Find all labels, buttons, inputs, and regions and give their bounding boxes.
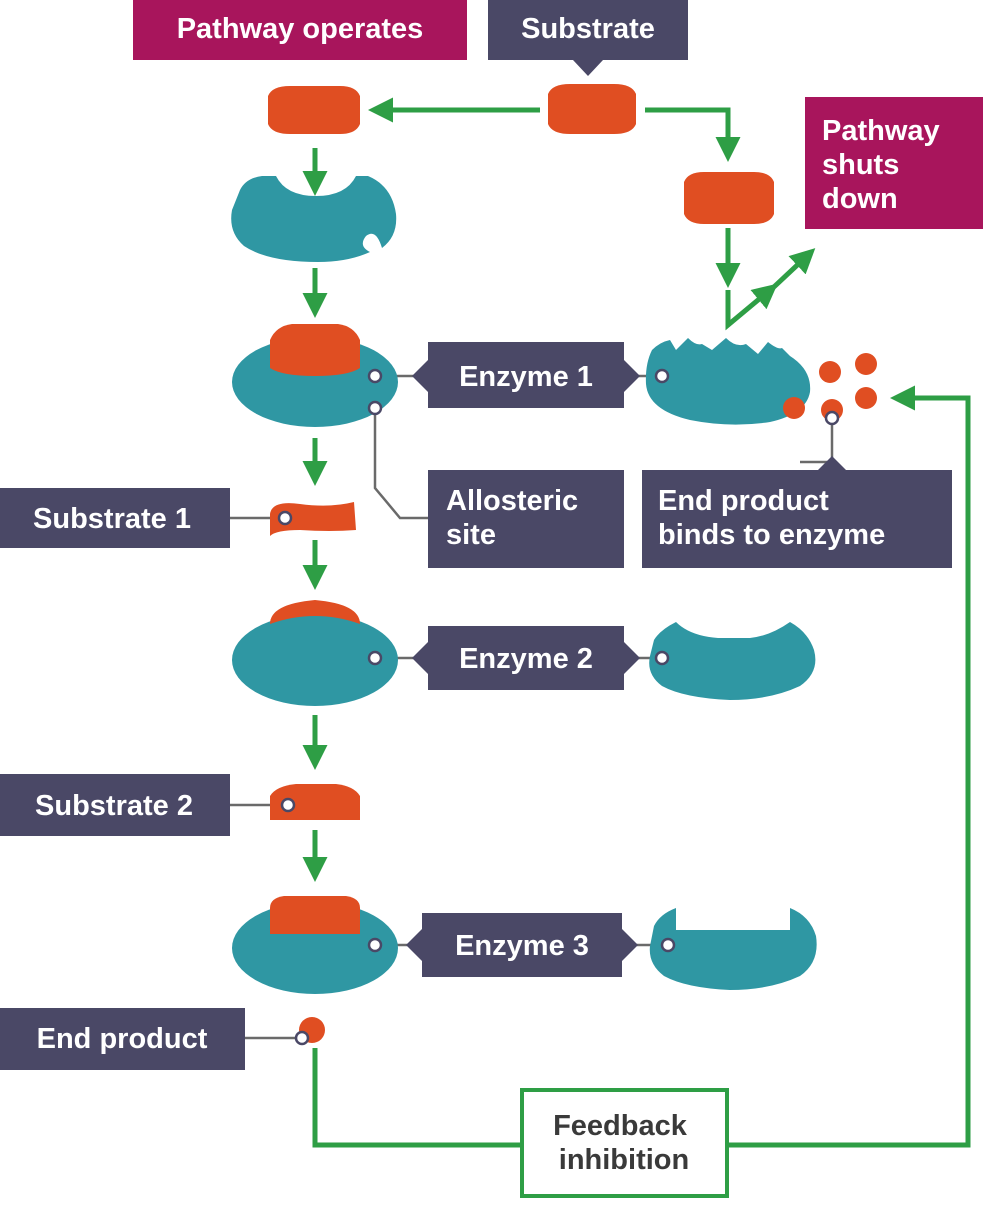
allosteric-site-line-2: site — [446, 519, 496, 551]
enzyme-1-inhibited-shape — [645, 338, 811, 425]
svg-text:End product binds to enz: End product binds to enzyme — [658, 485, 885, 551]
label-end-product: End product — [0, 1008, 245, 1070]
label-end-product-binds: End product binds to enzyme — [642, 456, 952, 568]
svg-text:Pathway shuts down: Pathway shuts down — [822, 115, 948, 215]
pathway-operates-text: Pathway operates — [177, 13, 424, 45]
feedback-inhibition-line-2: inhibition — [559, 1144, 689, 1176]
enzyme-3-free-shape — [649, 908, 817, 990]
enzyme-2-text: Enzyme 2 — [459, 643, 593, 675]
label-pathway-operates: Pathway operates — [133, 0, 467, 60]
substrate-1-bound-enzyme-2 — [270, 600, 360, 624]
allosteric-site-line-1: Allosteric — [446, 485, 578, 517]
substrate-2-bound-enzyme-3 — [270, 896, 360, 934]
label-pathway-shuts-down: Pathway shuts down — [805, 97, 983, 229]
label-substrate-1: Substrate 1 — [0, 488, 230, 548]
enzyme-2-active-shape — [232, 614, 398, 706]
end-product-text: End product — [37, 1023, 208, 1055]
pathway-shuts-down-line-2: shuts — [822, 149, 899, 181]
pathway-shuts-down-line-3: down — [822, 183, 898, 215]
connector-dots — [277, 368, 840, 1046]
label-allosteric-site: Allosteric site — [428, 470, 624, 568]
arrow-blocked-bounce — [725, 283, 778, 331]
end-product-binds-line-2: binds to enzyme — [658, 519, 885, 551]
arrow-pathway-shuts-down — [758, 248, 816, 302]
enzyme-2-free-shape — [649, 622, 816, 700]
label-enzyme-2: Enzyme 2 — [412, 626, 640, 690]
substrate-2-text: Substrate 2 — [35, 790, 193, 822]
enzyme-3-text: Enzyme 3 — [455, 930, 589, 962]
svg-text:Allosteric site: Allosteric site — [446, 485, 586, 551]
label-enzyme-3: Enzyme 3 — [406, 913, 638, 977]
feedback-inhibition-line-1: Feedback — [553, 1110, 688, 1142]
svg-text:Feedback inhibition: Feedback inhibition — [553, 1110, 695, 1176]
pathway-arrows — [302, 97, 971, 1148]
label-substrate: Substrate — [488, 0, 688, 76]
substrate-1-text: Substrate 1 — [33, 503, 191, 535]
arrow-substrate-to-shutdown-branch — [645, 107, 741, 162]
label-feedback-inhibition: Feedback inhibition — [520, 1088, 729, 1198]
substrate-bound-enzyme-1 — [270, 324, 360, 376]
substrate-molecule-top — [548, 84, 636, 134]
substrate-molecule-shutdown — [684, 172, 774, 224]
pathway-shuts-down-line-1: Pathway — [822, 115, 940, 147]
label-substrate-2: Substrate 2 — [0, 774, 230, 836]
end-product-cluster — [783, 353, 877, 421]
label-enzyme-1: Enzyme 1 — [412, 342, 640, 408]
substrate-text: Substrate — [521, 13, 655, 45]
feedback-loop-line-right — [728, 385, 971, 1148]
substrate-1-molecule — [270, 502, 356, 536]
feedback-loop-line-left — [312, 1048, 520, 1148]
enzyme-1-text: Enzyme 1 — [459, 361, 593, 393]
substrate-2-molecule — [270, 784, 360, 820]
substrate-molecule-operating — [268, 86, 360, 134]
enzyme-1-free-shape — [231, 176, 397, 262]
end-product-binds-line-1: End product — [658, 485, 829, 517]
